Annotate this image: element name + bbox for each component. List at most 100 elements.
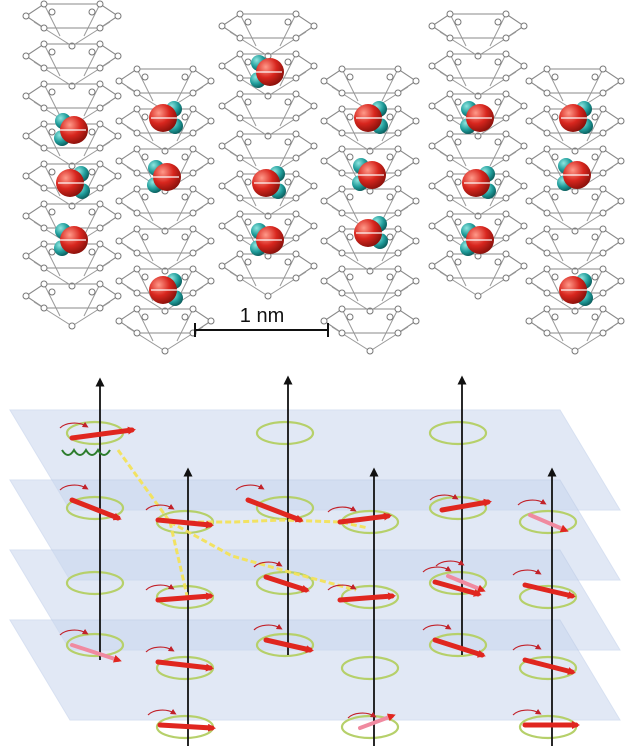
atom (543, 185, 551, 193)
atom (115, 277, 123, 285)
water-molecule (252, 166, 286, 199)
atom (244, 18, 252, 26)
atom (543, 65, 551, 73)
atom (543, 209, 551, 217)
atom (133, 289, 141, 297)
water-molecule (460, 223, 494, 256)
atom (115, 197, 123, 205)
atom (181, 113, 189, 121)
atom (22, 52, 30, 60)
atom (207, 117, 215, 125)
atom (292, 74, 300, 82)
atom (338, 329, 346, 337)
atom (551, 113, 559, 121)
atom (502, 130, 510, 138)
atom (133, 129, 141, 137)
atom (284, 258, 292, 266)
rotation-arrow (145, 583, 175, 591)
atom (386, 113, 394, 121)
atom (543, 145, 551, 153)
atom (244, 98, 252, 106)
atom (114, 12, 122, 20)
rotation-arrow (517, 498, 547, 506)
spin-arrow (155, 592, 214, 603)
atom (236, 74, 244, 82)
atom (115, 317, 123, 325)
atom (525, 117, 533, 125)
cage-ring (25, 3, 119, 29)
atom (236, 50, 244, 58)
atom (189, 265, 197, 273)
atom (244, 178, 252, 186)
water-molecule (462, 166, 496, 199)
atom (599, 225, 607, 233)
water-molecule (54, 223, 88, 256)
atom (394, 289, 402, 297)
atom (494, 258, 502, 266)
atom (96, 160, 104, 168)
atom (446, 234, 454, 242)
water-molecule (354, 101, 388, 134)
atom (292, 250, 300, 258)
atom (346, 73, 354, 81)
atom (133, 89, 141, 97)
atom (320, 117, 328, 125)
atom (310, 62, 318, 70)
atom (133, 65, 141, 73)
water-molecule (354, 216, 388, 249)
atom (428, 222, 436, 230)
atom (599, 169, 607, 177)
atom (520, 22, 528, 30)
spin-arrow (337, 592, 396, 603)
water-molecule (54, 113, 88, 146)
structure-column (22, 0, 122, 330)
water-molecule (352, 158, 386, 191)
atom (446, 250, 454, 258)
atom (338, 145, 346, 153)
rotation-arrow (512, 643, 542, 651)
atom (22, 92, 30, 100)
atom (284, 218, 292, 226)
atom (617, 117, 625, 125)
water-molecule (559, 273, 593, 306)
rotation-arrow (512, 708, 542, 716)
atom (617, 197, 625, 205)
rotation-arrow (253, 623, 283, 631)
atom (48, 168, 56, 176)
spin-arrow (155, 659, 214, 672)
atom (181, 313, 189, 321)
structure-column (320, 65, 420, 355)
site-ring (428, 570, 488, 596)
scale-bar-label: 1 nm (240, 305, 284, 327)
atom (88, 88, 96, 96)
atom (284, 138, 292, 146)
atom (96, 144, 104, 152)
atom (133, 185, 141, 193)
atom (591, 73, 599, 81)
atom (88, 208, 96, 216)
atom (292, 194, 300, 202)
molecular-structure (22, 0, 625, 355)
spin-arrow (528, 513, 569, 533)
atom (114, 212, 122, 220)
atom (22, 252, 30, 260)
cage-ring (431, 13, 525, 39)
atom (22, 132, 30, 140)
atom (88, 8, 96, 16)
atom (133, 105, 141, 113)
atom (338, 305, 346, 313)
atom (591, 273, 599, 281)
atom (40, 280, 48, 288)
atom (502, 210, 510, 218)
atom (346, 153, 354, 161)
atom (428, 182, 436, 190)
atom (96, 280, 104, 288)
atom (40, 24, 48, 32)
atom (22, 212, 30, 220)
atom (115, 77, 123, 85)
atom (40, 184, 48, 192)
spin-arrow (263, 574, 310, 593)
atom (338, 169, 346, 177)
atom (338, 265, 346, 273)
atom (338, 185, 346, 193)
